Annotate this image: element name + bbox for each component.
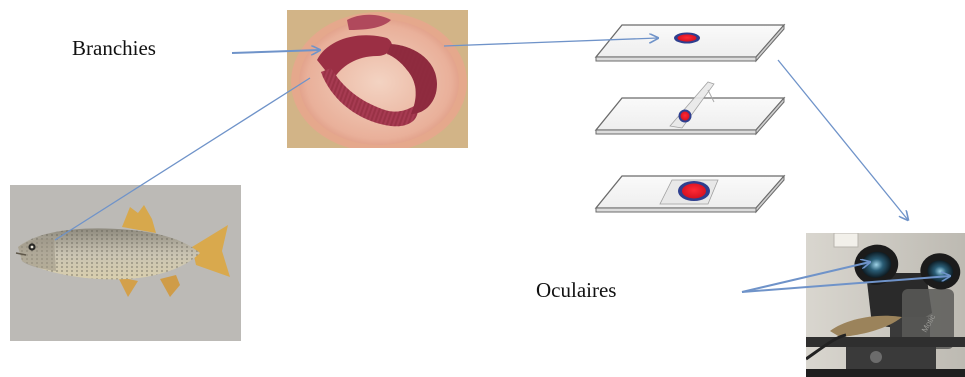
microscope-photo: Motic — [806, 233, 965, 377]
label-branchies: Branchies — [72, 36, 156, 60]
label-oculaires: Oculaires — [536, 278, 617, 302]
arrow-slide-to-microscope — [777, 59, 908, 220]
slide-2-icon — [594, 81, 786, 136]
slide-1-icon — [594, 23, 786, 63]
petri-dish-photo — [287, 10, 468, 148]
slide-preparation-diagram — [594, 23, 786, 214]
fish-photo — [10, 185, 241, 341]
slide-3-icon — [594, 174, 786, 214]
